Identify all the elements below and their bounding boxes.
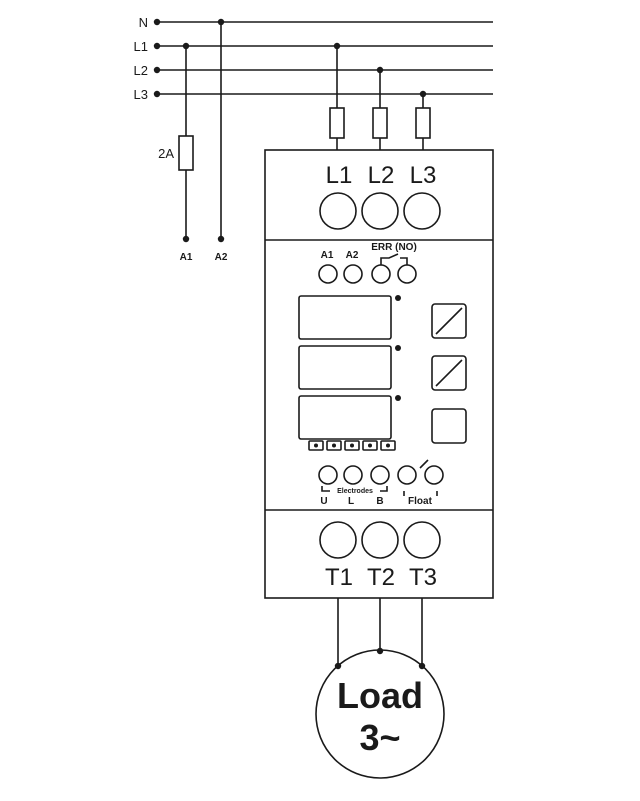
bus-terminal-l3: [153, 90, 161, 98]
junction-l1-a1: [182, 42, 190, 50]
bus-terminal-l2: [153, 66, 161, 74]
junction-l3: [419, 90, 427, 98]
input-terminal-l2: [361, 192, 399, 230]
output-label-t3: T3: [409, 564, 437, 591]
control-terminal-a1: [318, 264, 338, 284]
junction-l2: [376, 66, 384, 74]
a2-terminal-dot: [217, 235, 225, 243]
load-terminal-2: [376, 647, 384, 655]
display-1: [298, 295, 392, 340]
input-label-l2: L2: [368, 162, 395, 189]
float-switch-symbol: [419, 459, 429, 469]
junction-n-a2: [217, 18, 225, 26]
bus-label-l1: L1: [134, 39, 148, 54]
input-terminal-l3: [403, 192, 441, 230]
display-3: [298, 395, 392, 440]
input-label-l1: L1: [326, 162, 353, 189]
fuse-2a: [178, 135, 194, 171]
electrode-label-b: B: [376, 496, 383, 507]
output-label-t1: T1: [325, 564, 353, 591]
fuse-l3: [415, 107, 431, 139]
load-terminal-1: [334, 662, 342, 670]
status-led-1-dot: [314, 443, 318, 448]
status-led-5-dot: [386, 443, 390, 448]
a1-terminal-label: A1: [180, 252, 193, 263]
bus-label-l2: L2: [134, 63, 148, 78]
input-label-l3: L3: [410, 162, 437, 189]
display-2-led: [395, 345, 401, 351]
aux-supply-branch: 2A A1 A2: [158, 18, 228, 263]
display-2: [298, 345, 392, 390]
status-led-3-dot: [350, 443, 354, 448]
control-terminal-a2: [343, 264, 363, 284]
err-contact-symbol: [380, 253, 408, 265]
electrode-label-u: U: [320, 496, 327, 507]
button-down-symbol: [435, 359, 463, 387]
electrode-terminal-u: [318, 465, 338, 485]
status-led-4-dot: [368, 443, 372, 448]
button-set: [431, 408, 467, 444]
electrodes-label: Electrodes: [337, 488, 373, 495]
fuse-l1: [329, 107, 345, 139]
control-label-a2: A2: [346, 250, 359, 261]
output-terminal-t2: [361, 521, 399, 559]
electrode-label-l: L: [348, 496, 354, 507]
bus-label-l3: L3: [134, 87, 148, 102]
relay-device: L1 L2 L3 A1 A2 ERR (NO): [264, 149, 494, 599]
load-phase-label: 3~: [359, 717, 400, 758]
bus-terminal-n: [153, 18, 161, 26]
junction-l1: [333, 42, 341, 50]
electrodes-bracket: [321, 486, 388, 492]
display-1-led: [395, 295, 401, 301]
fuse-l2: [372, 107, 388, 139]
load-terminal-3: [418, 662, 426, 670]
err-terminal-1: [371, 264, 391, 284]
phase-feeds: [329, 42, 431, 150]
bus-label-n: N: [139, 15, 148, 30]
load-label: Load: [337, 675, 423, 716]
float-label: Float: [408, 496, 433, 507]
input-terminal-l1: [319, 192, 357, 230]
a2-terminal-label: A2: [215, 252, 228, 263]
fuse-rating-label: 2A: [158, 146, 174, 161]
bus-terminal-l1: [153, 42, 161, 50]
output-label-t2: T2: [367, 564, 395, 591]
button-up-symbol: [435, 307, 463, 335]
err-relay-label: ERR (NO): [371, 242, 417, 253]
float-terminal-2: [424, 465, 444, 485]
float-bracket: [403, 491, 438, 496]
load-motor: Load 3~: [315, 598, 445, 779]
status-led-2-dot: [332, 443, 336, 448]
control-label-a1: A1: [321, 250, 334, 261]
err-terminal-2: [397, 264, 417, 284]
float-terminal-1: [397, 465, 417, 485]
electrode-terminal-l: [343, 465, 363, 485]
display-3-led: [395, 395, 401, 401]
supply-bus: N L1 L2 L3: [134, 15, 493, 102]
output-terminal-t3: [403, 521, 441, 559]
output-terminal-t1: [319, 521, 357, 559]
electrode-terminal-b: [370, 465, 390, 485]
a1-terminal-dot: [182, 235, 190, 243]
